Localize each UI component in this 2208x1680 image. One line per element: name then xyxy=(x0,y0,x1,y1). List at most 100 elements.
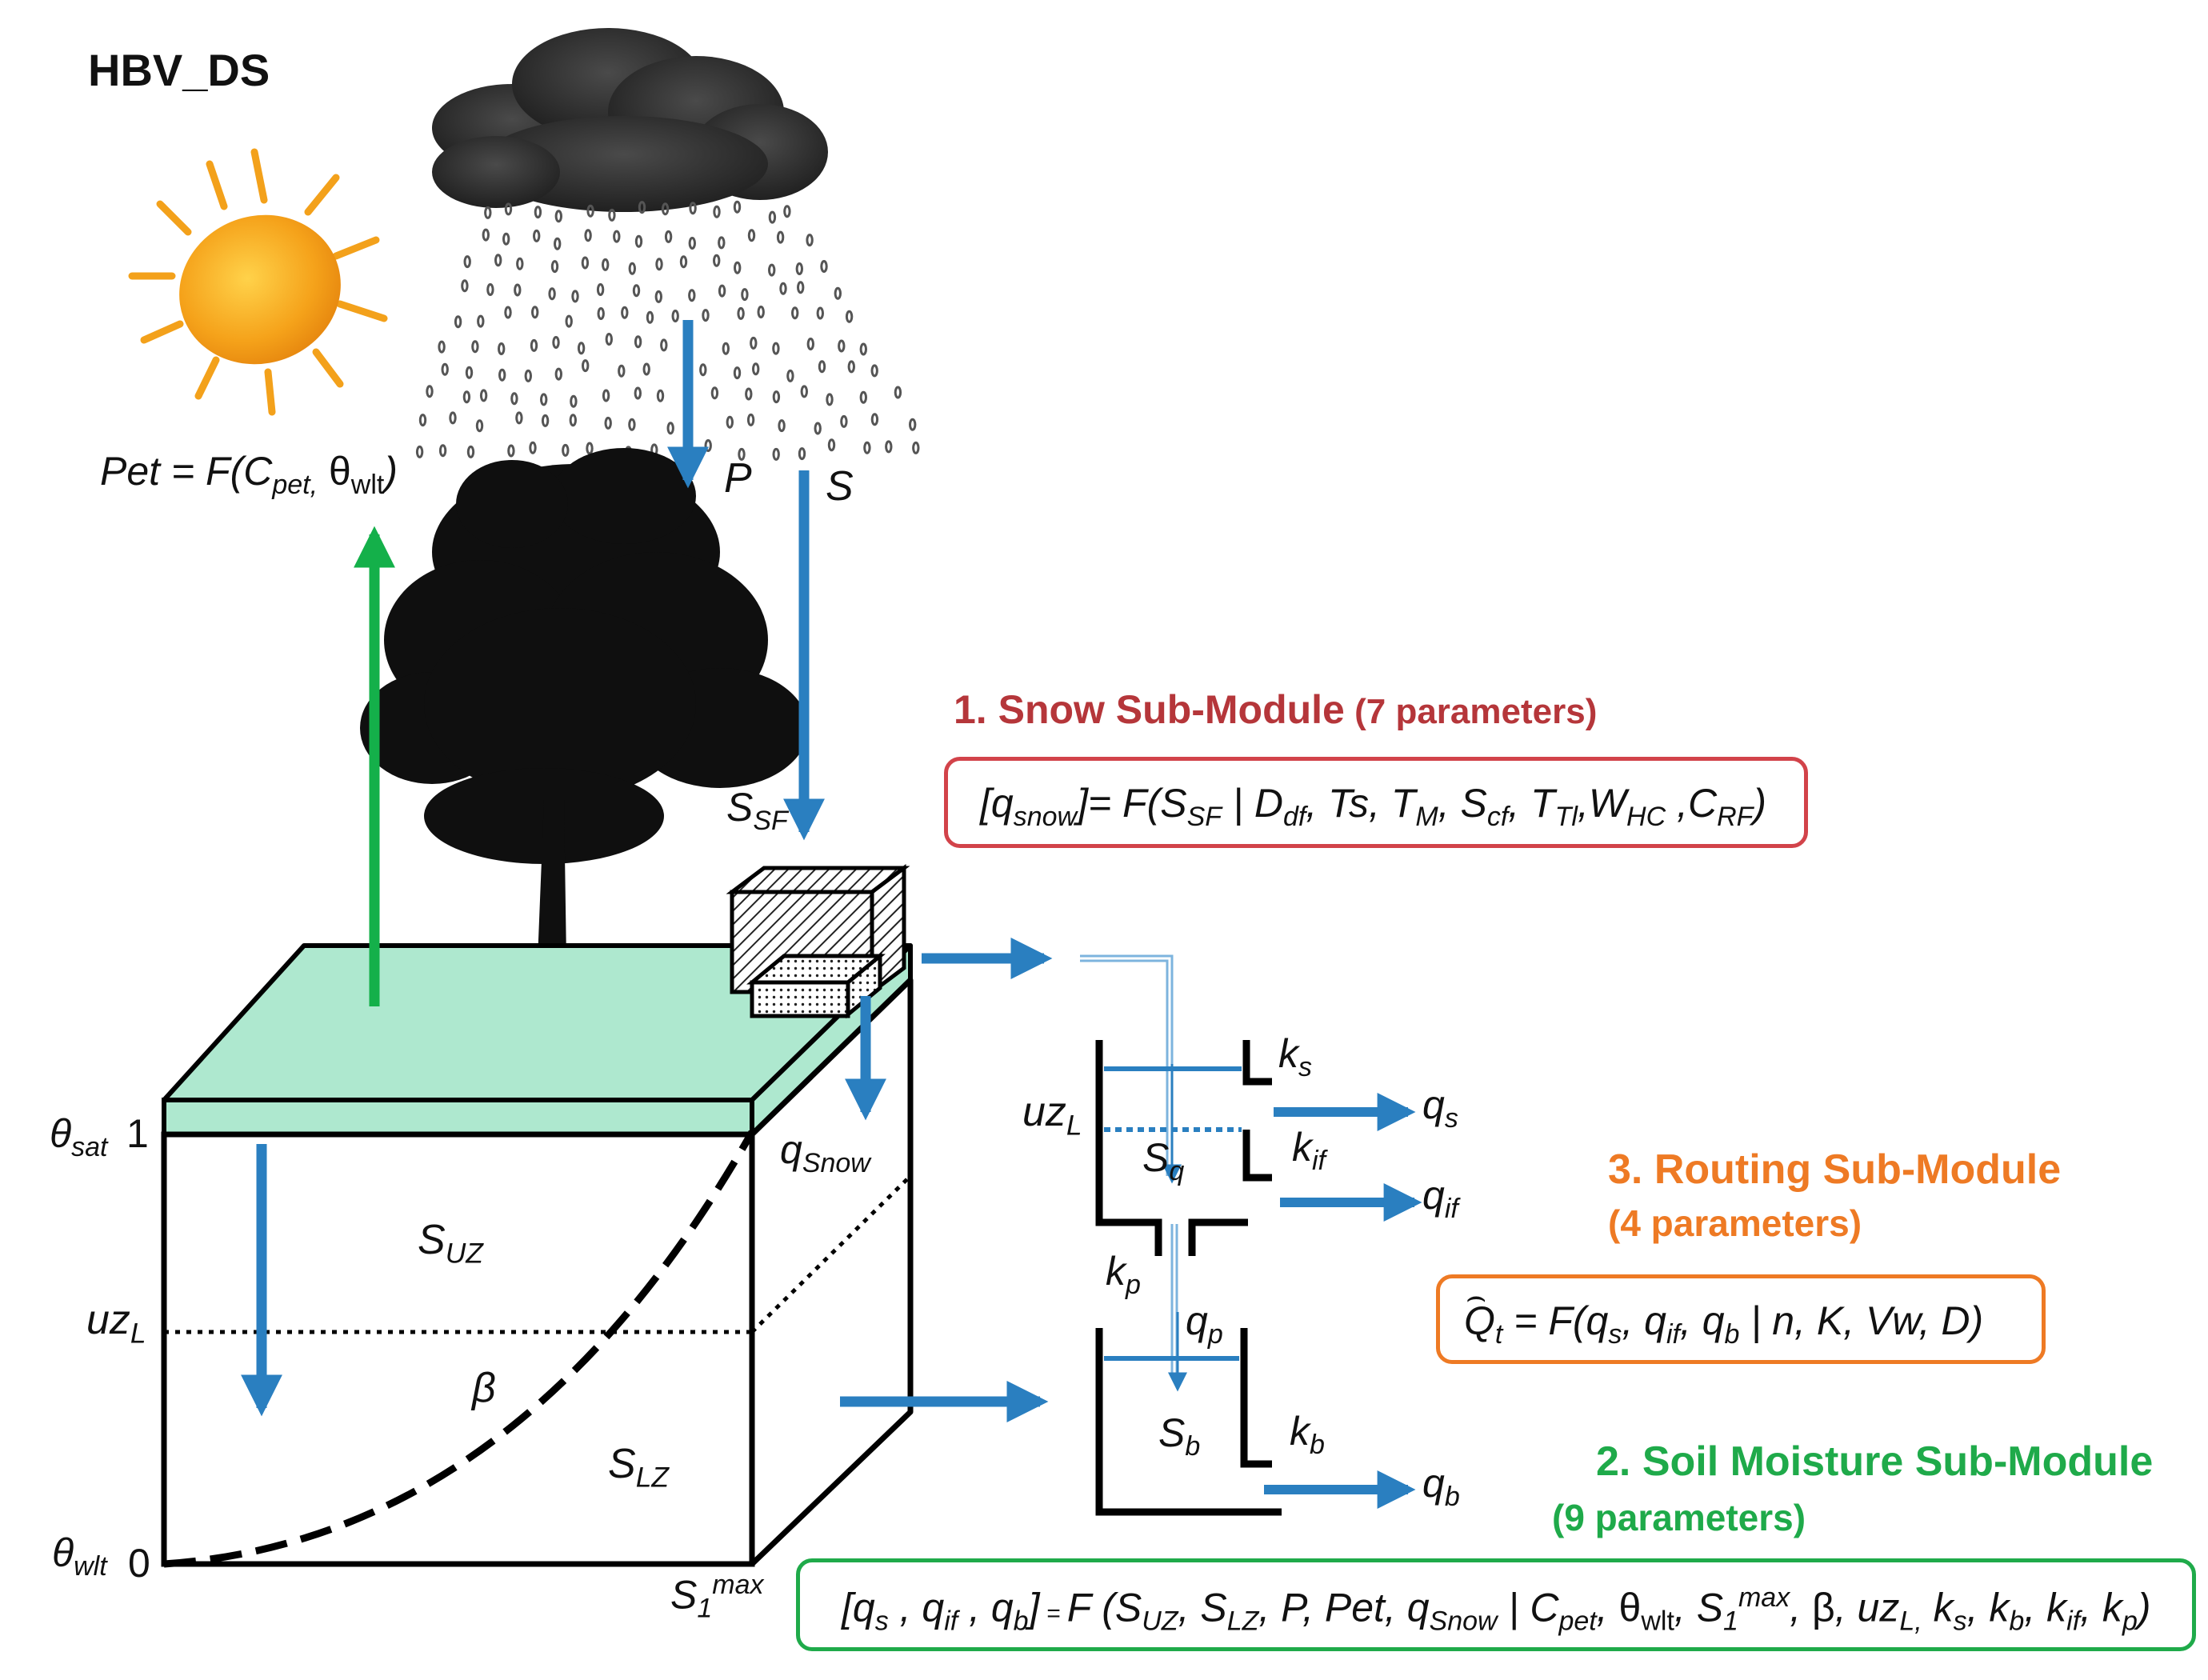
routing-module-heading: 3. Routing Sub-Module xyxy=(1608,1146,2062,1193)
rain-drop xyxy=(845,310,854,323)
rain-drop xyxy=(646,310,654,324)
routing-uzl-label: uzL xyxy=(1022,1089,1082,1142)
rain-cloud-icon xyxy=(432,28,828,212)
rain-drop xyxy=(554,237,562,250)
rain-drop xyxy=(571,290,579,303)
rain-drop xyxy=(479,389,488,402)
rain-drop xyxy=(656,389,665,402)
snow-equation-box xyxy=(944,757,1808,848)
rain-drop xyxy=(816,306,825,320)
rain-drop xyxy=(608,208,616,222)
rain-drop xyxy=(415,445,424,458)
snow-module-heading: 1. Snow Sub-Module (7 parameters) xyxy=(954,687,1598,732)
rain-drop xyxy=(664,230,673,243)
rain-drop xyxy=(418,414,427,427)
rain-drop xyxy=(741,288,749,302)
rain-drop xyxy=(596,283,605,296)
rain-drop xyxy=(791,306,799,320)
beta-curve xyxy=(163,1130,755,1568)
routing-equation-box xyxy=(1436,1274,2046,1364)
rain-drop xyxy=(870,413,879,426)
rain-drop xyxy=(661,202,670,216)
rain-drop xyxy=(586,204,594,218)
rain-drop xyxy=(498,342,506,355)
rain-drop xyxy=(772,342,780,355)
rain-drop xyxy=(541,414,550,427)
rain-drop xyxy=(772,447,780,461)
rain-drop xyxy=(688,289,696,302)
rain-drop xyxy=(454,315,462,329)
qb-label: qb xyxy=(1422,1461,1460,1512)
ground-front-band xyxy=(162,1098,754,1137)
rain-drop xyxy=(757,306,765,318)
soil-box-front xyxy=(161,1131,755,1567)
rain-drop xyxy=(498,368,506,382)
tree-icon xyxy=(295,448,808,1117)
rain-drop xyxy=(666,422,674,435)
sq-label: Sq xyxy=(1142,1135,1185,1186)
kb-label: kb xyxy=(1290,1409,1325,1460)
rain-drop xyxy=(859,390,868,404)
rain-drop xyxy=(745,387,753,401)
rain-drop xyxy=(795,262,803,275)
rain-drop xyxy=(554,210,562,223)
qs-label: qs xyxy=(1422,1082,1458,1134)
rain-drop xyxy=(602,389,610,402)
sun-icon xyxy=(128,148,388,416)
rain-drop xyxy=(494,254,502,267)
rain-drop xyxy=(441,362,449,376)
snow-storage-label: SSF xyxy=(726,785,788,836)
rain-drop xyxy=(747,229,756,242)
rain-drop xyxy=(540,393,548,406)
rain-drop xyxy=(699,363,707,377)
saturation-one-label: 1 xyxy=(126,1111,149,1156)
kp-label: kp xyxy=(1106,1249,1141,1300)
rain-drop xyxy=(800,385,808,398)
model-title: HBV_DS xyxy=(88,45,270,95)
rain-drop xyxy=(502,232,510,246)
rain-drop xyxy=(621,306,629,319)
rain-drop xyxy=(632,284,641,298)
wilting-zero-label: 0 xyxy=(128,1541,150,1586)
rain-drop xyxy=(618,364,626,378)
rain-drop xyxy=(605,333,613,346)
rain-drop xyxy=(586,442,594,455)
snow-equation: [qsnow]= F(SSF | Ddf, Ts, TM, Scf, TTl,W… xyxy=(980,781,1767,832)
soil-module-heading: 2. Soil Moisture Sub-Module xyxy=(1596,1438,2154,1485)
rain-drop xyxy=(863,441,871,454)
rain-drop xyxy=(778,419,786,433)
rain-drop xyxy=(772,390,781,404)
rain-drop xyxy=(482,228,490,242)
rain-drop xyxy=(484,206,492,219)
rain-drop xyxy=(679,255,688,269)
rain-drop xyxy=(628,262,636,275)
rain-drop xyxy=(827,438,836,452)
rain-drop xyxy=(814,422,822,435)
routing-module-params: (4 parameters) xyxy=(1608,1202,1862,1244)
rain-drop xyxy=(779,282,787,295)
rain-drop xyxy=(529,441,537,454)
rain-drop xyxy=(514,283,522,297)
rain-drop xyxy=(702,309,710,322)
rain-drop xyxy=(660,338,668,352)
rain-drop xyxy=(597,307,605,320)
rain-drop xyxy=(477,314,485,328)
rain-drop xyxy=(510,392,518,406)
rain-drop xyxy=(604,416,612,430)
rain-drop xyxy=(776,230,785,244)
rain-drop xyxy=(552,336,560,349)
rain-drop xyxy=(734,261,742,274)
precip-label: P xyxy=(724,455,752,502)
rain-drop xyxy=(840,414,848,428)
rain-drop xyxy=(554,367,562,381)
rain-drop xyxy=(504,306,512,319)
rain-drop xyxy=(531,306,539,319)
rain-drop xyxy=(569,414,577,427)
rain-drop xyxy=(704,439,712,452)
rain-drop xyxy=(768,210,777,224)
rain-drop xyxy=(806,338,814,350)
rain-drop xyxy=(449,411,457,425)
rain-drop xyxy=(638,201,646,214)
rain-drop xyxy=(533,229,541,242)
rain-drop xyxy=(471,340,479,354)
